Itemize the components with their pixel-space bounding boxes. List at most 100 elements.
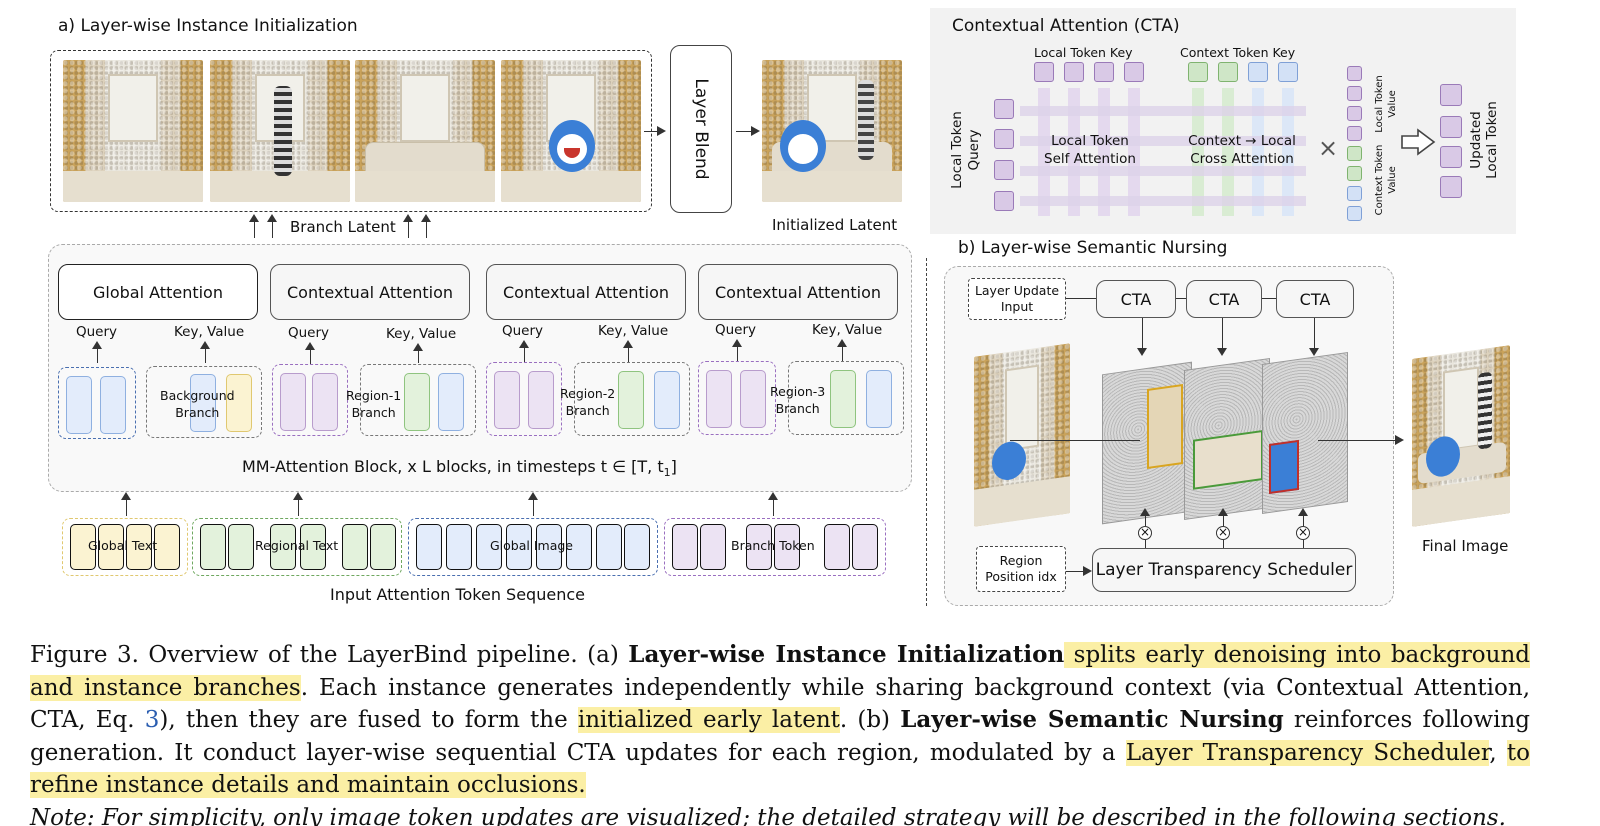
cta2-down-arrow xyxy=(1217,318,1227,356)
region3-kv-group xyxy=(788,361,904,435)
multiply-icon: × xyxy=(1216,525,1230,540)
character-branch-image xyxy=(501,60,641,202)
key-value-label: Key, Value xyxy=(598,323,669,339)
global-text-group xyxy=(62,518,188,576)
key-value-label: Key, Value xyxy=(812,322,883,338)
multiply-icon: × xyxy=(1138,525,1152,540)
region3-query-group xyxy=(698,361,776,435)
cta-multiply-icon: × xyxy=(1318,134,1339,162)
final-image xyxy=(1412,345,1510,527)
global-image-group xyxy=(408,518,658,576)
cta-context-value-label: Context Token Value xyxy=(1374,144,1398,216)
key-value-label: Key, Value xyxy=(174,324,245,340)
panel-b-title: b) Layer-wise Semantic Nursing xyxy=(958,238,1228,258)
query-label: Query xyxy=(76,324,118,340)
input-sequence-label: Input Attention Token Sequence xyxy=(330,585,585,604)
branch-latent-label: Branch Latent xyxy=(290,218,396,236)
sofa-branch-image xyxy=(355,60,495,202)
branch-token-group xyxy=(664,518,886,576)
query-label: Query xyxy=(715,322,757,338)
global-text-label: Global Text xyxy=(88,538,158,553)
region-position-label: Region Position idx xyxy=(985,553,1057,584)
query-label: Query xyxy=(288,325,330,341)
input-arrow xyxy=(528,492,538,516)
cta-output-arrow-icon xyxy=(1401,128,1436,156)
cta-local-query-label: Local Token Query xyxy=(949,111,982,189)
query-label: Query xyxy=(502,323,544,339)
input-arrow xyxy=(121,492,131,516)
key-value-arrow xyxy=(623,340,633,362)
region2-branch-label: Region-2 Branch xyxy=(560,386,616,418)
layer-1 xyxy=(1102,361,1192,525)
cta-box-1: CTA xyxy=(1096,280,1176,318)
key-value-label: Key, Value xyxy=(386,326,457,342)
region-position-box xyxy=(976,546,1066,592)
cta-local-key-label: Local Token Key xyxy=(1034,45,1133,60)
cta3-down-arrow xyxy=(1309,318,1319,356)
contextual-attention-box-3: Contextual Attention xyxy=(698,264,898,320)
cta-cross-attention-label: Context → Local Cross Attention xyxy=(1188,133,1296,167)
input-arrow xyxy=(293,492,303,516)
layer-2 xyxy=(1184,357,1270,521)
global-attention-box: Global Attention xyxy=(58,264,258,320)
region2-query-group xyxy=(486,362,562,436)
cta-updated-label: Updated Local Token xyxy=(1468,101,1500,179)
key-value-arrow xyxy=(837,339,847,361)
final-image-label: Final Image xyxy=(1422,537,1509,555)
layer-transparency-scheduler-box: Layer Transparency Scheduler xyxy=(1092,548,1356,592)
cta-title: Contextual Attention (CTA) xyxy=(952,16,1180,36)
regional-text-group xyxy=(192,518,402,576)
regional-text-label: Regional Text xyxy=(255,538,339,553)
panel-divider xyxy=(926,258,927,606)
background-query-group xyxy=(58,367,136,439)
final-image-arrow xyxy=(1318,435,1404,445)
initialized-latent-image xyxy=(762,60,902,202)
cta1-down-arrow xyxy=(1137,318,1147,356)
mm-block-label: MM-Attention Block, x L blocks, in times… xyxy=(242,457,677,480)
branch-latent-arrow xyxy=(403,214,413,238)
cta-self-attention-label: Local Token Self Attention xyxy=(1044,133,1136,167)
region1-query-group xyxy=(272,364,348,436)
background-branch-label: Background Branch xyxy=(160,388,235,420)
key-value-arrow xyxy=(200,341,210,363)
cta-box-3: CTA xyxy=(1276,280,1354,318)
from-layer-blend-arrow xyxy=(736,126,760,136)
region2-kv-group xyxy=(574,362,690,436)
input-latent-layer xyxy=(974,343,1070,527)
global-image-label: Global Image xyxy=(490,538,573,553)
zebra-branch-image xyxy=(210,60,350,202)
to-layer-blend-arrow xyxy=(644,126,666,136)
region1-branch-label: Region-1 Branch xyxy=(346,388,402,420)
cta-local-value-label: Local Token Value xyxy=(1374,75,1398,133)
equation-link[interactable]: 3 xyxy=(144,707,160,733)
query-arrow xyxy=(519,340,529,362)
layer-blend-box xyxy=(670,45,732,213)
key-value-arrow xyxy=(413,343,423,363)
input-arrow xyxy=(768,492,778,516)
cta-attention-grid xyxy=(1020,88,1306,216)
figure-caption: Figure 3. Overview of the LayerBind pipe… xyxy=(30,639,1531,826)
region1-kv-group xyxy=(360,364,476,436)
layer-update-input-box xyxy=(968,278,1066,320)
background-branch-image xyxy=(63,60,203,202)
branch-token-label: Branch Token xyxy=(731,538,815,553)
multiply-icon: × xyxy=(1296,525,1310,540)
caption-note: Note: For simplicity, only image token u… xyxy=(30,804,1506,826)
branch-latent-arrow xyxy=(421,214,431,238)
cta-box-2: CTA xyxy=(1186,280,1262,318)
query-arrow xyxy=(732,339,742,361)
region3-branch-label: Region-3 Branch xyxy=(770,384,826,416)
panel-a-title: a) Layer-wise Instance Initialization xyxy=(58,16,358,36)
contextual-attention-box-2: Contextual Attention xyxy=(486,264,686,320)
query-arrow xyxy=(92,341,102,363)
background-kv-group xyxy=(146,366,262,438)
cta-context-key-label: Context Token Key xyxy=(1180,45,1296,60)
layer-blend-label: Layer Blend xyxy=(691,78,711,180)
layer-update-input-label: Layer Update Input xyxy=(974,283,1060,314)
branch-latent-arrow xyxy=(249,214,259,238)
branch-latent-arrow xyxy=(267,214,277,238)
contextual-attention-box-1: Contextual Attention xyxy=(270,264,470,320)
initialized-latent-label: Initialized Latent xyxy=(772,216,898,234)
query-arrow xyxy=(305,342,315,364)
layer-3 xyxy=(1262,351,1348,515)
